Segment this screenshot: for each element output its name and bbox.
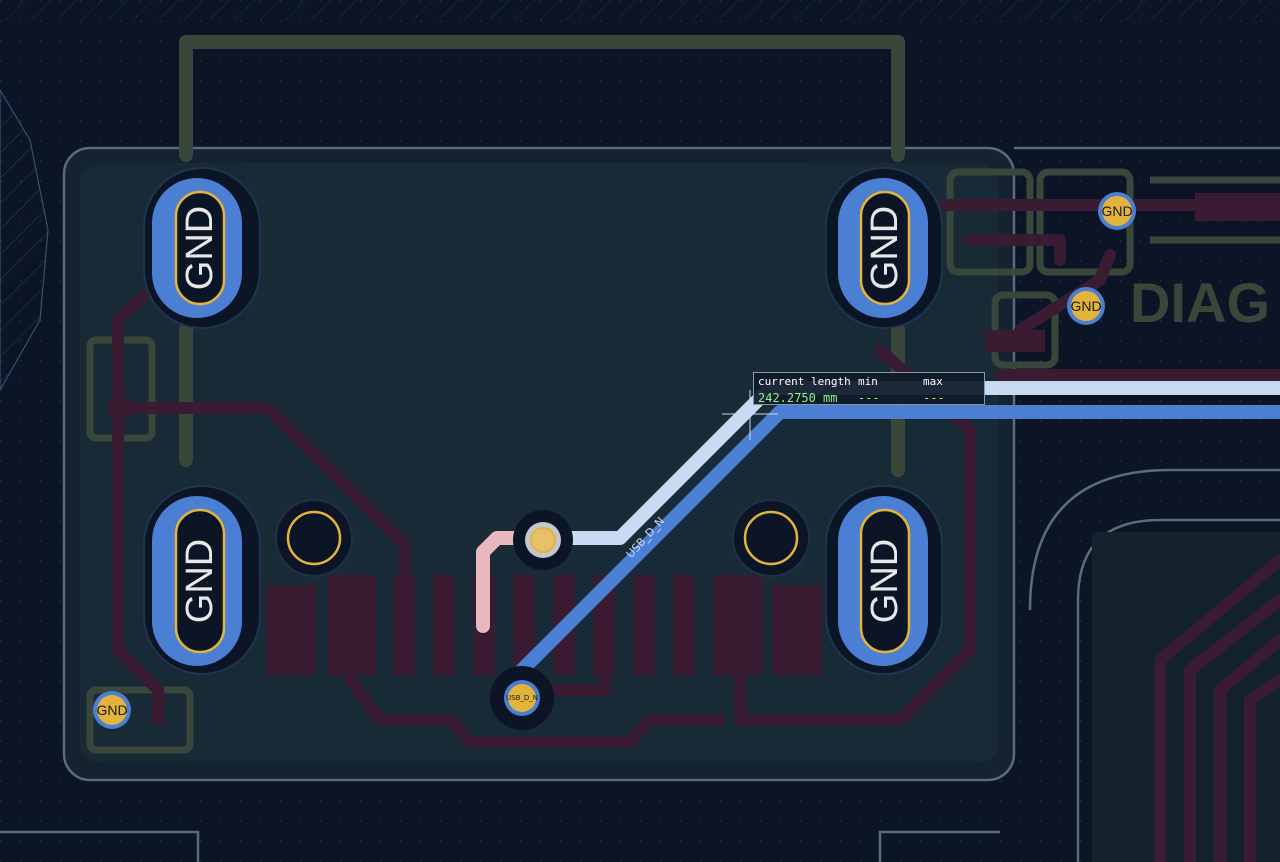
pad-gnd-top-left[interactable]: GND [143,167,261,329]
crosshair-cursor [722,390,778,440]
mounting-hole-right [732,499,810,577]
trace-usb-d-light[interactable] [542,381,1280,545]
via-label: GND [1070,298,1101,314]
tooltip-header-row: current length min max [758,374,980,390]
via-junction[interactable] [513,510,573,570]
pad-gnd-top-right[interactable]: GND [825,167,943,329]
silkscreen-diag-text: DIAG [1130,271,1270,334]
pad-label: GND [864,206,906,290]
back-copper-pads [108,193,1280,418]
pad-label: GND [179,206,221,290]
header-current-length: current length [758,375,851,388]
length-tuning-tooltip: current length min max 242.2750 mm --- -… [753,372,985,405]
pad-gnd-bottom-left[interactable]: GND [143,485,261,675]
pad-gnd-bottom-right[interactable]: GND [825,485,943,675]
min-value: --- [858,391,880,405]
header-min: min [858,375,878,388]
pad-label: GND [179,539,221,623]
pad-label: GND [864,539,906,623]
tooltip-values-row: 242.2750 mm --- --- [758,390,980,406]
via-gnd-right-top[interactable]: GND [1098,192,1136,230]
left-keepout-zone [0,88,49,392]
top-hatch-zone [0,0,1280,20]
via-gnd-left[interactable]: GND [93,691,131,729]
via-label: GND [96,702,127,718]
via-usb-d-n[interactable]: USB_D_N [490,666,554,730]
via-label: USB_D_N [506,694,538,702]
current-length-value: 242.2750 mm [758,391,838,405]
header-max: max [923,375,943,388]
max-value: --- [923,391,945,405]
mounting-hole-left [275,499,353,577]
via-label: GND [1101,203,1132,219]
via-gnd-right-mid[interactable]: GND [1067,287,1105,325]
